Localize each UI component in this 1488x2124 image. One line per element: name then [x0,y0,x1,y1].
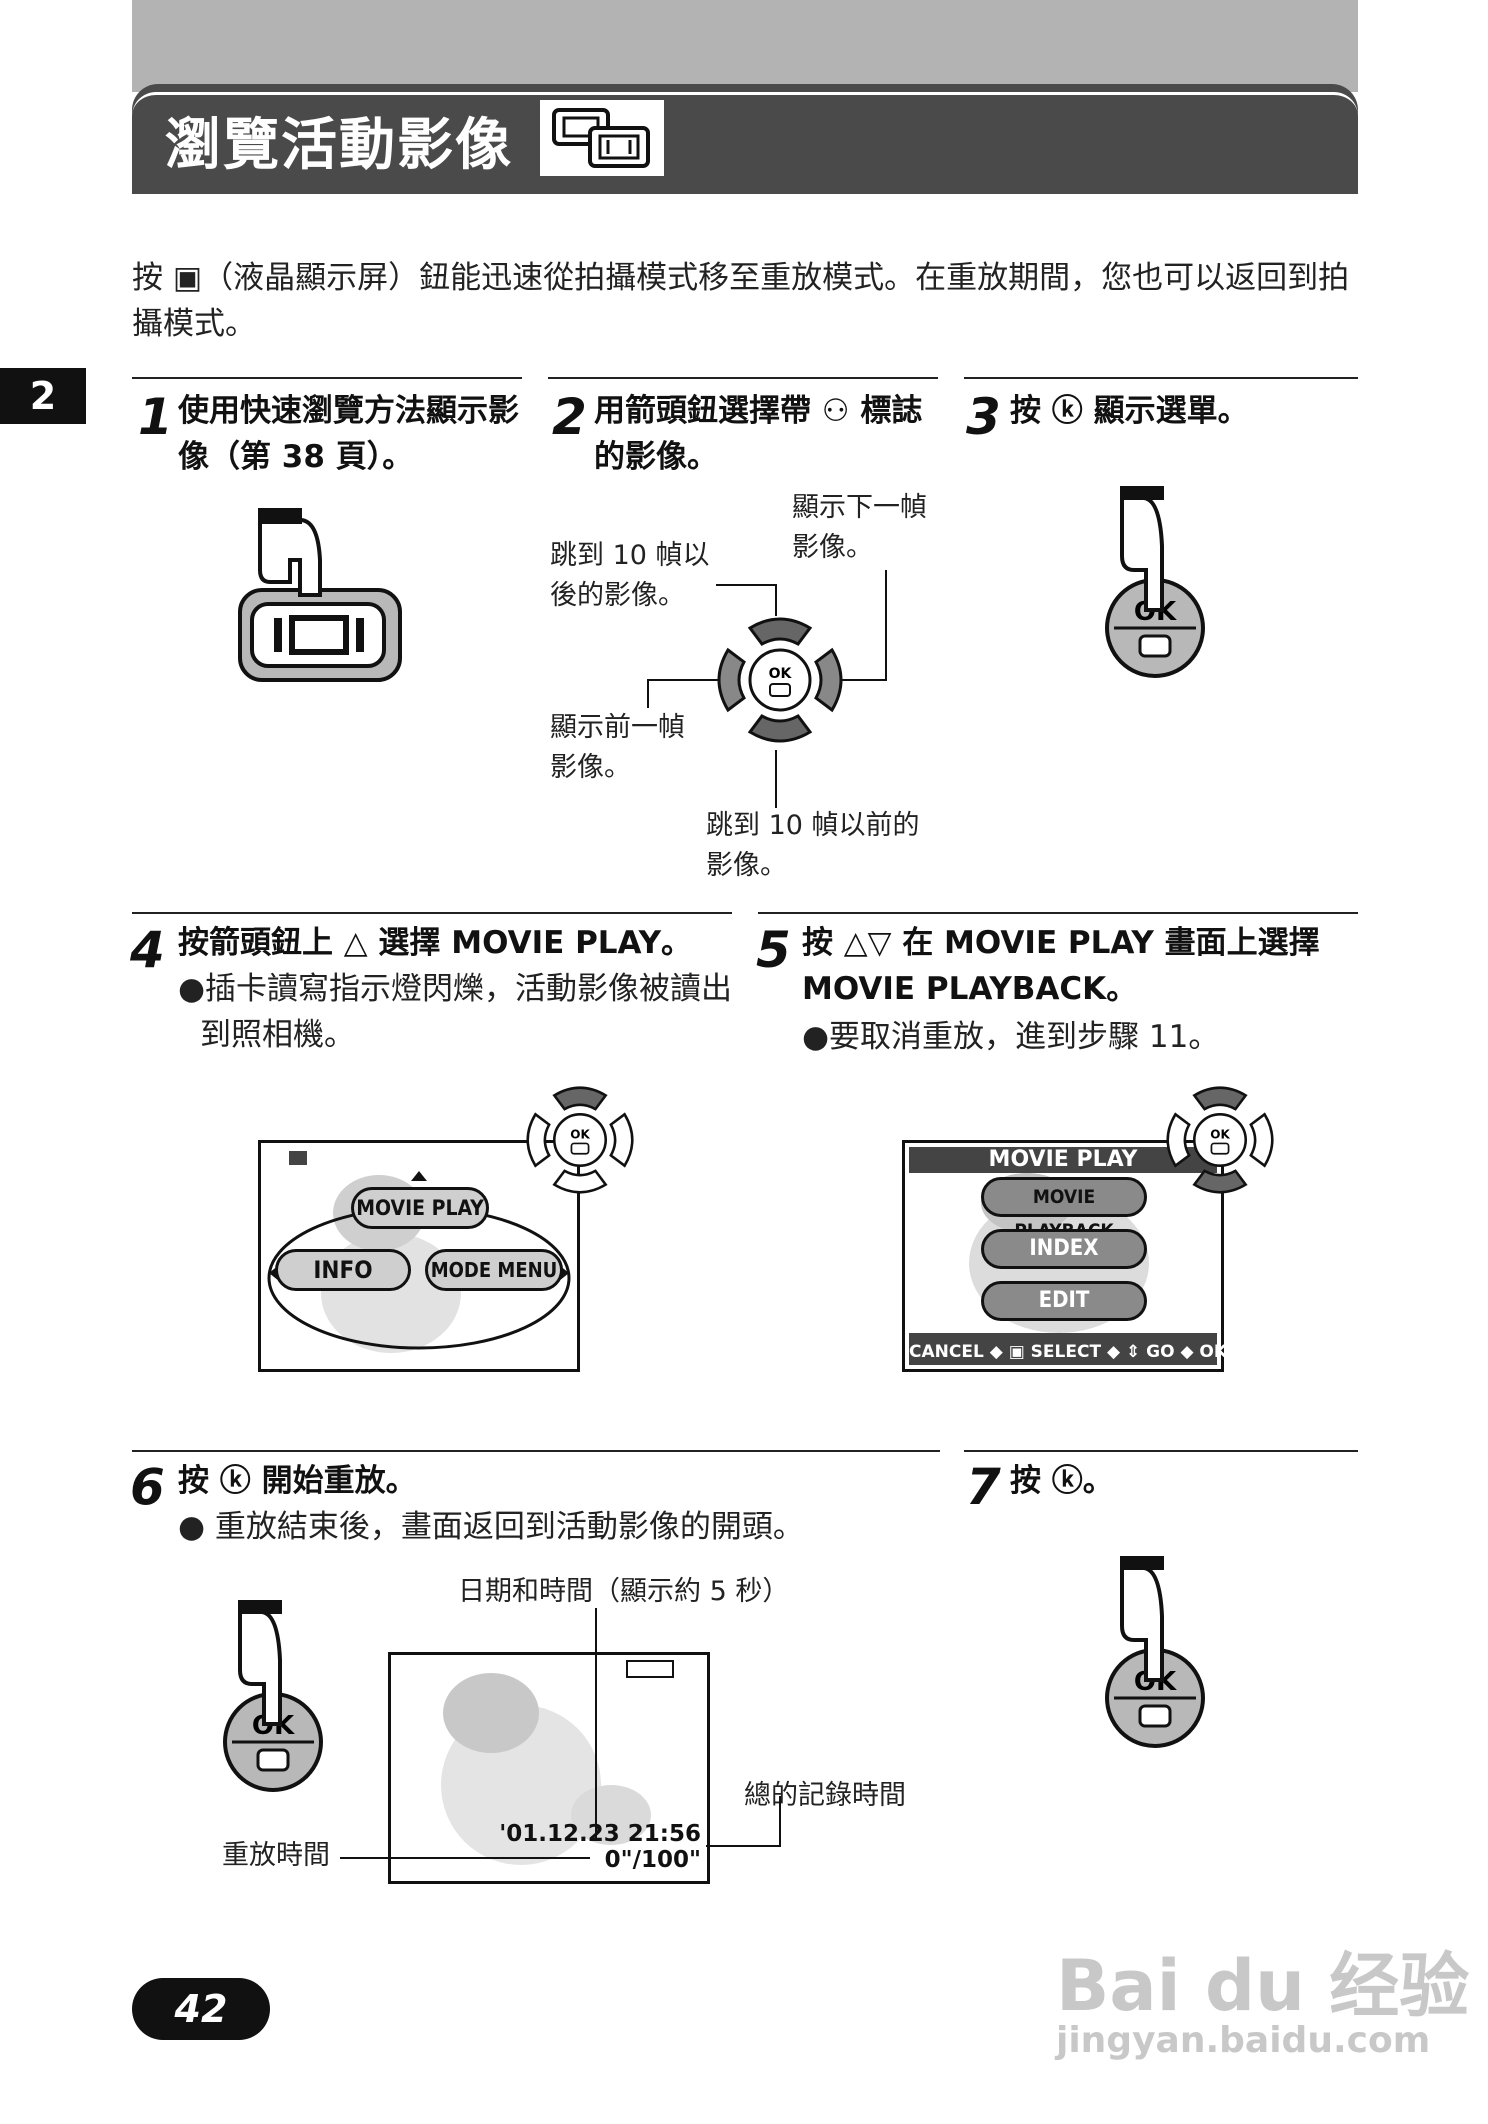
step-text: 按 ⓚ 開始重放。 [178,1463,417,1499]
menu-movie-playback: MOVIE PLAYBACK [981,1177,1147,1242]
step-bullet: ● 重放結束後，畫面返回到活動影像的開頭。 [178,1509,804,1545]
step-rule [132,1450,940,1452]
svg-text:OK: OK [769,666,793,682]
callout-datetime: 日期和時間（顯示約 5 秒） [458,1576,790,1607]
callout-prev-frame: 影像。 [550,752,631,783]
step2-callout-lines [647,570,887,808]
lcd-footer-help: CANCEL ◆ ▣ SELECT ◆ ⇕ GO ◆ OK [909,1342,1228,1362]
lcd-screen-step6: '01.12.23 21:56 0"/100" [388,1652,710,1884]
step-rule [758,912,1358,914]
step-text: 使用快速瀏覽方法顯示影 [178,393,519,429]
step-text: MOVIE PLAYBACK。 [802,971,1138,1007]
step-rule [964,377,1358,379]
ok-button-press-illustration: OK [218,1600,328,1800]
step-number: 6 [130,1458,165,1516]
step-number: 5 [756,921,791,979]
step-rule [964,1450,1358,1452]
ok-button-press-illustration: OK [1100,1556,1210,1756]
callout-next-frame: 影像。 [792,532,873,563]
arrow-pad-icon: OK [710,610,850,750]
svg-text:OK: OK [570,1127,590,1141]
callout-prev-frame: 顯示前一幀 [550,712,685,743]
step-bullet: 到照相機。 [200,1017,355,1053]
step-text: 按 △▽ 在 MOVIE PLAY 畫面上選擇 [802,925,1320,961]
menu-info: INFO [275,1249,411,1291]
callout-jump-forward: 跳到 10 幀以 [550,540,710,571]
lcd-screen-step4: MOVIE PLAY INFO MODE MENU [258,1140,580,1372]
callout-jump-forward: 後的影像。 [550,580,685,611]
page-number: 42 [132,1978,270,2040]
step-text: 用箭頭鈕選擇帶 ⚇ 標誌 [594,393,923,429]
callout-next-frame: 顯示下一幀 [792,492,927,523]
chapter-tab: 2 [0,368,86,424]
lcd-screen-step5: MOVIE PLAY MOVIE PLAYBACK INDEX EDIT CAN… [902,1140,1228,1372]
header-top-band [132,0,1358,92]
step6-callout-lines [340,1608,781,1859]
callout-jump-back: 跳到 10 幀以前的 [706,810,920,841]
step-number: 4 [130,921,165,979]
dog-photo [441,1660,674,1865]
ok-button-press-illustration: OK [1100,486,1210,686]
header-title-bar [132,84,1358,194]
step-rule [132,912,732,914]
movie-datetime: '01.12.23 21:56 [499,1821,701,1847]
step-number: 3 [966,388,1001,446]
monitor-button-icon [540,100,664,176]
step-number: 1 [138,388,173,446]
lcd-menu-header: MOVIE PLAY [988,1147,1138,1172]
step-rule [132,377,522,379]
step-text: 按 ⓚ。 [1010,1463,1114,1499]
step-text: 按 ⓚ 顯示選單。 [1010,393,1249,429]
svg-text:OK: OK [1210,1127,1230,1141]
callout-jump-back: 影像。 [706,850,787,881]
monitor-button-illustration [230,500,410,700]
callout-playback-time: 重放時間 [222,1840,330,1871]
baidu-watermark-url: jingyan.baidu.com [1056,2020,1431,2061]
step-text: 的影像。 [594,439,718,475]
arrow-pad-icon: OK [1160,1080,1280,1200]
menu-movie-play: MOVIE PLAY [351,1187,489,1229]
callout-total-time: 總的記錄時間 [744,1780,906,1811]
menu-index: INDEX [981,1229,1147,1269]
step-number: 2 [552,388,587,446]
step-text: 像（第 38 頁）。 [178,439,414,475]
movie-counter: 0"/100" [604,1847,701,1873]
step-number: 7 [966,1458,1001,1516]
step-rule [548,377,938,379]
menu-mode-menu: MODE MENU [425,1249,563,1291]
page-title: 瀏覽活動影像 [165,113,513,178]
menu-edit: EDIT [981,1281,1147,1321]
intro-text: 按 ▣（液晶顯示屏）鈕能迅速從拍攝模式移至重放模式。在重放期間，您也可以返回到拍… [132,260,1350,342]
header-edge [132,92,1358,194]
baidu-watermark-logo: Bai du 经验 [1056,1945,1470,2027]
step-bullet: ●要取消重放，進到步驟 11。 [802,1019,1220,1055]
step-text: 按箭頭鈕上 △ 選擇 MOVIE PLAY。 [178,925,693,961]
arrow-pad-icon: OK [520,1080,640,1200]
step-bullet: ●插卡讀寫指示燈閃爍，活動影像被讀出 [178,971,733,1007]
